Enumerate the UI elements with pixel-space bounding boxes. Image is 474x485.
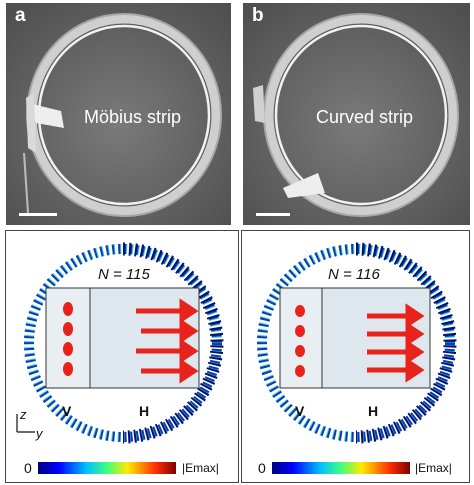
sem-panel-b: b Curved strip (243, 3, 470, 225)
colorbar-zero-d: 0 (258, 460, 266, 476)
colorbar-zero-c: 0 (24, 460, 32, 476)
panel-label-a: a (15, 5, 26, 26)
mode-ring-d (257, 242, 457, 474)
curved-strip-label: Curved strip (316, 107, 414, 127)
mobius-strip-label: Möbius strip (84, 107, 182, 127)
mode-number-c: N = 115 (98, 266, 150, 283)
colorbar-label-c: |Emax| (182, 461, 219, 475)
v-label-d: V (295, 403, 305, 419)
h-label-d: H (368, 403, 379, 419)
ring-image-b (243, 3, 470, 225)
scale-bar-b (256, 213, 290, 216)
panel-label-b: b (252, 5, 264, 26)
y-axis-label: y (36, 426, 43, 441)
ring-image-a (6, 3, 231, 225)
scale-bar-a (19, 213, 57, 216)
colorbar-label-d: |Emax| (415, 461, 452, 475)
mode-ring-c (16, 242, 224, 474)
h-label-c: H (139, 403, 150, 419)
simulation-panel-c: N = 115 V H z y 0 |Emax| (5, 230, 239, 483)
sem-panel-a: a Möbius strip (6, 3, 231, 225)
mode-number-d: N = 116 (328, 266, 380, 283)
v-label-c: V (62, 403, 72, 419)
simulation-panel-d: N = 116 V H 0 |Emax| (241, 230, 470, 483)
z-axis-label: z (20, 407, 27, 422)
